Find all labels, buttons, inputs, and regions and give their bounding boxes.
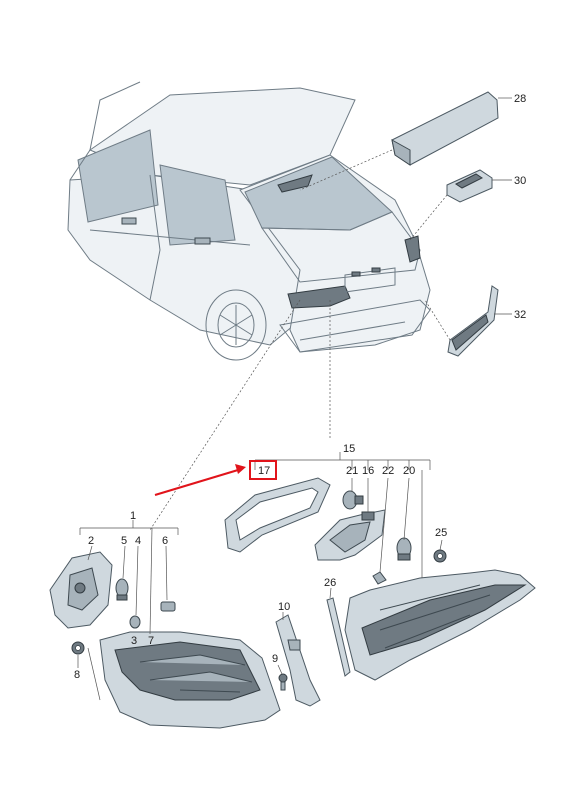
callout-30: 30 xyxy=(514,175,526,187)
callout-15: 15 xyxy=(343,443,355,455)
part-15-inner-tail-light xyxy=(344,569,536,681)
callout-9: 9 xyxy=(272,653,278,665)
callout-2: 2 xyxy=(88,535,94,547)
callout-20: 20 xyxy=(403,465,415,477)
highlight-arrow xyxy=(154,468,239,497)
callout-26: 26 xyxy=(324,577,336,589)
callout-10: 10 xyxy=(278,601,290,613)
callout-3: 3 xyxy=(131,635,137,647)
part-25-nut xyxy=(433,549,447,563)
callout-16: 16 xyxy=(362,465,374,477)
part-32-reflector xyxy=(447,285,499,357)
highlight-box xyxy=(249,460,277,480)
callout-21: 21 xyxy=(346,465,358,477)
part-3-bulb xyxy=(129,615,141,629)
part-9-screw xyxy=(278,673,288,691)
callout-32: 32 xyxy=(514,309,526,321)
callout-25: 25 xyxy=(435,527,447,539)
callout-28: 28 xyxy=(514,93,526,105)
highlight-arrowhead xyxy=(235,464,246,474)
part-1-outer-tail-light xyxy=(99,631,281,729)
part-17-seal xyxy=(224,477,331,553)
part-16-bulb-holder xyxy=(314,509,386,561)
part-21-bulb xyxy=(342,490,364,510)
part-20-bulb xyxy=(396,537,412,561)
callout-7: 7 xyxy=(148,635,154,647)
part-28-rear-spoiler xyxy=(391,91,499,166)
part-10-bracket xyxy=(275,614,321,707)
part-26-seal-strip xyxy=(326,597,351,677)
part-5-bulb xyxy=(115,578,129,601)
part-6-bulb xyxy=(160,601,176,612)
callout-17: 17 xyxy=(258,465,270,477)
callout-22: 22 xyxy=(382,465,394,477)
leader-lines xyxy=(77,97,512,701)
callout-4: 4 xyxy=(135,535,141,547)
car-illustration xyxy=(67,81,431,361)
callout-5: 5 xyxy=(121,535,127,547)
highlight-annotation xyxy=(154,460,277,497)
part-30-license-plate-light xyxy=(446,169,493,203)
part-2-bulb-carrier xyxy=(49,551,113,629)
callout-1: 1 xyxy=(130,510,136,522)
part-22-bulb xyxy=(372,571,387,585)
callout-6: 6 xyxy=(162,535,168,547)
callout-numbers: 28 30 32 15 17 21 16 22 20 25 26 1 2 5 4… xyxy=(74,93,526,681)
part-8-nut xyxy=(71,641,85,655)
callout-8: 8 xyxy=(74,669,80,681)
